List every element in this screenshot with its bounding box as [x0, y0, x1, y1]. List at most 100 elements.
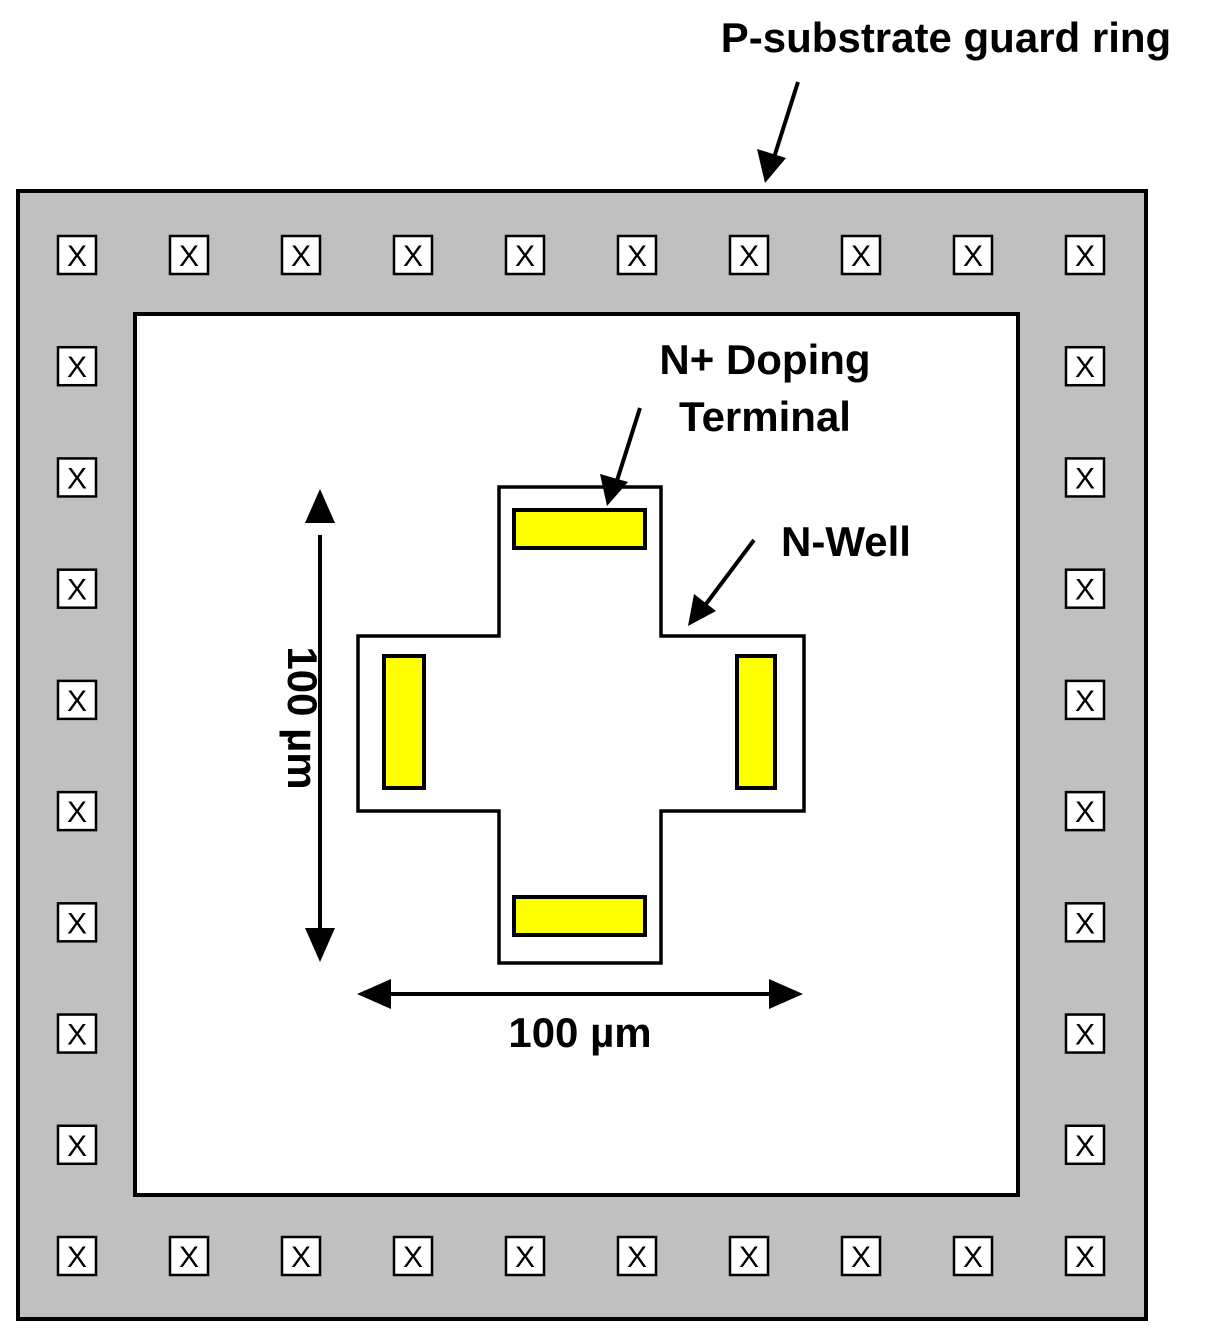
n-well-label: N-Well [781, 518, 911, 565]
contact-box [56, 568, 98, 609]
contact-box [504, 1235, 546, 1277]
n-well-pointer-arrowhead [688, 594, 716, 626]
contact-right-6: X [1064, 902, 1106, 943]
contact-mark: X [67, 351, 87, 384]
contact-mark: X [179, 1241, 199, 1274]
contact-top-4: X [392, 234, 434, 276]
contact-left-6: X [56, 902, 98, 943]
contact-box [1064, 345, 1106, 387]
contact-mark: X [67, 685, 87, 718]
contact-box [56, 1235, 98, 1277]
contact-bottom-4: X [392, 1235, 434, 1277]
contact-mark: X [515, 1241, 535, 1274]
contact-top-10: X [1064, 234, 1106, 276]
contact-box [616, 234, 658, 276]
contact-mark: X [1075, 1241, 1095, 1274]
contact-box [280, 1235, 322, 1277]
contact-mark: X [291, 1241, 311, 1274]
contact-right-2: X [1064, 457, 1106, 498]
contact-box [728, 1235, 770, 1277]
contact-box [392, 234, 434, 276]
contact-box [952, 1235, 994, 1277]
contact-right-4: X [1064, 679, 1106, 721]
contact-left-4: X [56, 679, 98, 721]
n-plus-terminal-left [382, 654, 426, 790]
contact-bottom-9: X [952, 1235, 994, 1277]
contact-box [1064, 902, 1106, 943]
contact-box [1064, 1124, 1106, 1166]
contact-box [56, 790, 98, 832]
contact-box [1064, 234, 1106, 276]
contact-top-3: X [280, 234, 322, 276]
contact-box [952, 234, 994, 276]
contact-box [56, 902, 98, 943]
contact-left-5: X [56, 790, 98, 832]
dimension-label-vertical: 100 µm [279, 646, 326, 789]
contact-top-7: X [728, 234, 770, 276]
contact-bottom-2: X [168, 1235, 210, 1277]
contact-mark: X [1075, 685, 1095, 718]
dimension-arrowhead-right [769, 979, 803, 1009]
dimension-arrowhead-up [305, 489, 335, 523]
n-plus-terminal-bottom [512, 895, 647, 937]
contact-top-2: X [168, 234, 210, 276]
contact-top-5: X [504, 234, 546, 276]
contact-mark: X [1075, 1019, 1095, 1052]
terminal-label-line1: N+ Doping [659, 336, 870, 383]
contact-mark: X [67, 1241, 87, 1274]
contact-mark: X [1075, 240, 1095, 273]
contact-box [56, 234, 98, 276]
contact-mark: X [739, 240, 759, 273]
contact-mark: X [1075, 907, 1095, 940]
contact-box [504, 234, 546, 276]
contact-mark: X [403, 240, 423, 273]
contact-box [56, 1124, 98, 1166]
contact-box [1064, 1013, 1106, 1054]
contact-box [840, 1235, 882, 1277]
guard-ring-label: P-substrate guard ring [721, 14, 1171, 61]
contact-box [1064, 457, 1106, 498]
dimension-arrowhead-left [357, 979, 391, 1009]
contact-box [168, 234, 210, 276]
contact-mark: X [67, 574, 87, 607]
contact-box [840, 234, 882, 276]
contact-mark: X [1075, 1130, 1095, 1163]
terminal-pointer-arrow [612, 407, 642, 491]
contact-right-3: X [1064, 568, 1106, 609]
contact-bottom-8: X [840, 1235, 882, 1277]
contact-left-3: X [56, 568, 98, 609]
contact-mark: X [627, 1241, 647, 1274]
contact-mark: X [67, 907, 87, 940]
n-plus-terminal-right [735, 654, 777, 790]
contact-box [1064, 679, 1106, 721]
contact-box [280, 234, 322, 276]
contact-right-5: X [1064, 790, 1106, 832]
contact-bottom-1: X [56, 1235, 98, 1277]
contact-box [392, 1235, 434, 1277]
contact-box [56, 457, 98, 498]
contact-mark: X [403, 1241, 423, 1274]
contact-mark: X [963, 240, 983, 273]
contact-right-7: X [1064, 1013, 1106, 1054]
contact-bottom-3: X [280, 1235, 322, 1277]
contact-mark: X [627, 240, 647, 273]
dimension-label-horizontal: 100 µm [508, 1009, 651, 1056]
contact-mark: X [851, 240, 871, 273]
contact-box [616, 1235, 658, 1277]
contact-mark: X [1075, 351, 1095, 384]
contact-mark: X [1075, 796, 1095, 829]
n-well-pointer-arrow [698, 538, 756, 614]
guard-ring-pointer-arrowhead [757, 149, 786, 183]
contact-top-8: X [840, 234, 882, 276]
contact-box [56, 679, 98, 721]
contact-mark: X [67, 462, 87, 495]
contact-box [168, 1235, 210, 1277]
contact-box [1064, 790, 1106, 832]
contact-left-1: X [56, 345, 98, 387]
contact-mark: X [67, 240, 87, 273]
contact-bottom-6: X [616, 1235, 658, 1277]
contact-box [1064, 568, 1106, 609]
contact-right-1: X [1064, 345, 1106, 387]
contact-bottom-5: X [504, 1235, 546, 1277]
